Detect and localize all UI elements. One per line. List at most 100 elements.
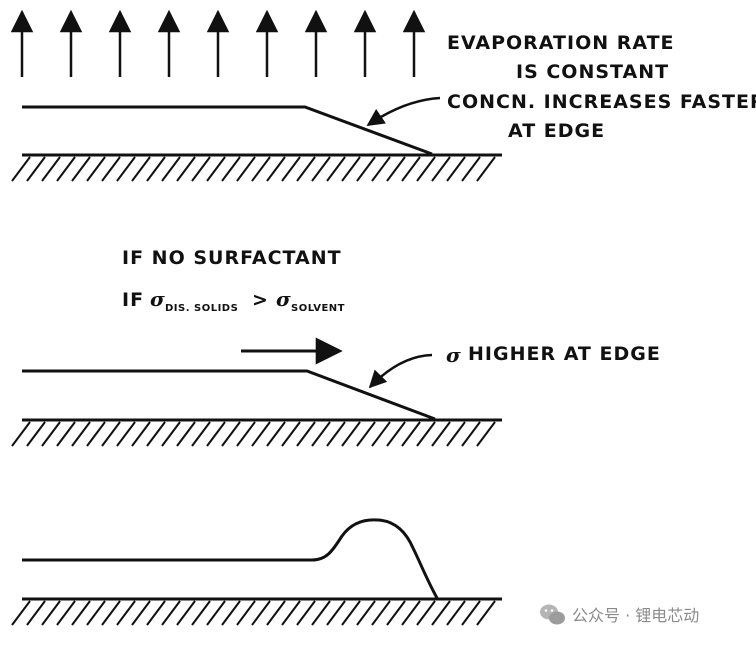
hatch-line [311,156,331,182]
film-profile-bottom [22,518,439,599]
hatch-line [266,600,286,626]
hatch-line [131,600,151,626]
hatch-line [11,600,31,626]
hatch-line [116,156,136,182]
hatch-line [326,421,346,447]
hatch-line [461,421,481,447]
hatch-line [431,156,451,182]
hatch-line [386,156,406,182]
hatch-line [71,600,91,626]
hatch-line [101,421,121,447]
sigma-symbol-solvent: σ [276,287,291,311]
label-no-surfactant: IF NO SURFACTANT [122,247,342,269]
label-evaporation-rate: EVAPORATION RATE [447,32,675,54]
hatch-line [416,421,436,447]
hatch-line [416,156,436,182]
sigma-symbol-dissolved: σ [150,287,165,311]
subscript-dissolved-solids: DIS. SOLIDS [165,303,238,314]
conditions: IF NO SURFACTANT IF σ DIS. SOLIDS > σ SO… [122,247,345,314]
hatch-line [431,600,451,626]
hatch-line [146,156,166,182]
hatch-line [341,156,361,182]
hatch-line [176,156,196,182]
hatch-line [386,421,406,447]
hatch-line [341,600,361,626]
hatch-line [26,156,46,182]
label-surface-tension-condition: IF σ DIS. SOLIDS > σ SOLVENT [122,287,345,314]
hatch-line [476,600,496,626]
label-concn-increases: CONCN. INCREASES FASTER [447,91,756,113]
hatch-line [71,156,91,182]
hatch-line [116,421,136,447]
hatch-line [296,600,316,626]
hatch-line [206,600,226,626]
hatch-line [401,421,421,447]
hatch-line [446,600,466,626]
hatch-line [221,421,241,447]
hatch-line [236,600,256,626]
hatch-line [11,421,31,447]
hatch-line [461,156,481,182]
substrate-middle [11,418,502,447]
hatch-line [356,421,376,447]
hatch-line [281,600,301,626]
hatch-line [416,600,436,626]
substrate-top [11,153,502,182]
hatch-line [281,156,301,182]
panel-top: EVAPORATION RATE IS CONSTANT CONCN. INCR… [10,9,756,182]
hatch-line [251,421,271,447]
hatch-line [161,421,181,447]
hatch-line [131,156,151,182]
hatch-line [281,421,301,447]
film-profile-top [22,105,433,156]
hatch-line [191,156,211,182]
hatch-line [26,600,46,626]
hatch-line [266,156,286,182]
watermark: 公众号 · 锂电芯动 [540,604,699,625]
hatch-line [476,421,496,447]
watermark-text: 公众号 · 锂电芯动 [572,606,699,625]
panel-middle: σ HIGHER AT EDGE [11,337,661,447]
hatch-line [371,421,391,447]
leader-sigma-higher [368,353,433,389]
hatch-line [41,156,61,182]
hatch-line [41,600,61,626]
hatch-line [71,421,91,447]
hatch-line [476,156,496,182]
hatch-line [101,600,121,626]
hatch-line [56,156,76,182]
hatch-line [86,600,106,626]
subscript-solvent: SOLVENT [291,303,345,314]
hatch-line [356,600,376,626]
hatch-line [401,600,421,626]
hatch-line [311,600,331,626]
hatch-line [176,421,196,447]
hatch-line [191,421,211,447]
hatch-line [236,421,256,447]
hatch-line [371,600,391,626]
wechat-icon [540,604,565,625]
hatch-line [386,600,406,626]
hatch-line [206,421,226,447]
hatch-line [86,421,106,447]
greater-than-symbol: > [252,289,269,311]
hatch-line [461,600,481,626]
substrate-bottom [11,597,502,626]
hatch-line [326,600,346,626]
label-if: IF [122,289,144,311]
hatch-line [26,421,46,447]
hatch-line [296,421,316,447]
hatch-line [101,156,121,182]
hatch-line [146,421,166,447]
panel-bottom [11,518,502,626]
hatch-line [56,600,76,626]
hatch-line [161,600,181,626]
label-is-constant: IS CONSTANT [516,61,669,83]
label-higher-at-edge: HIGHER AT EDGE [468,343,661,365]
hatch-line [236,156,256,182]
hatch-line [86,156,106,182]
hatch-line [116,600,136,626]
hatch-line [371,156,391,182]
hatch-line [326,156,346,182]
